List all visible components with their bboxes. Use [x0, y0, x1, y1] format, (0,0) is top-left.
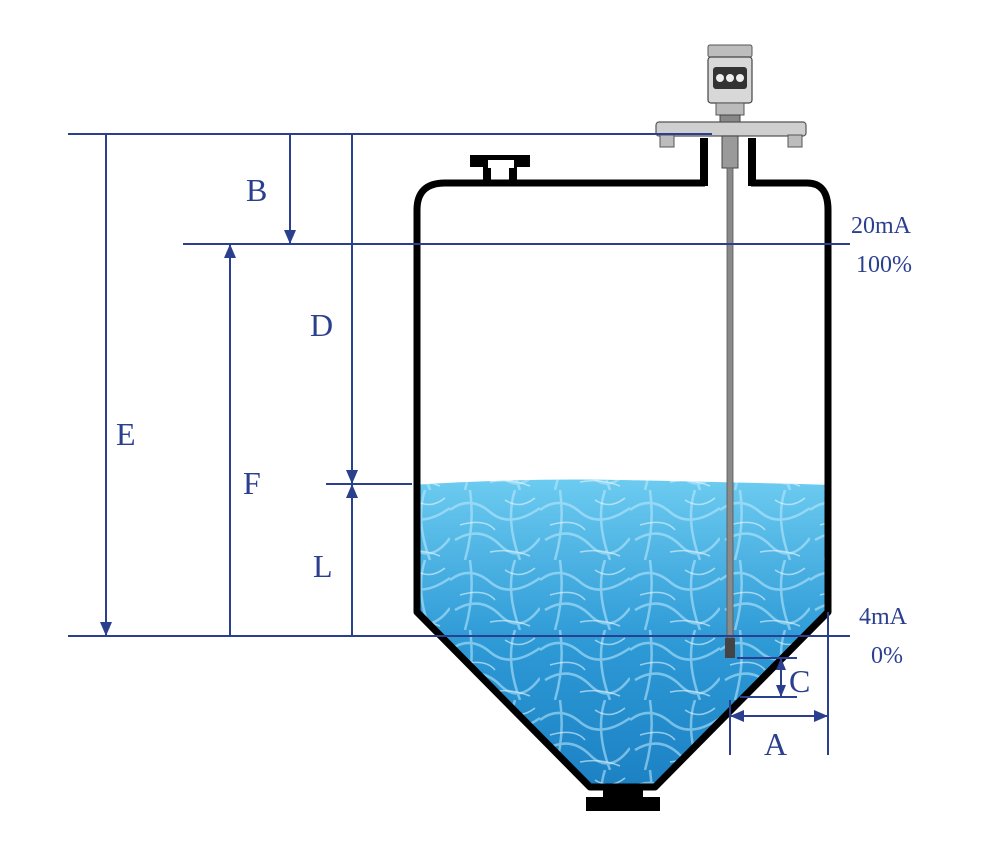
radar-transmitter	[655, 44, 807, 169]
label-b: B	[246, 172, 267, 208]
outlet-flange	[586, 784, 660, 811]
signal-4ma: 4mA	[859, 604, 908, 630]
label-l: L	[313, 548, 333, 584]
silo-tank	[413, 179, 832, 791]
label-f: F	[243, 465, 261, 501]
signal-100-percent: 100%	[856, 252, 912, 278]
dimension-lines	[68, 133, 850, 755]
label-c: C	[789, 663, 810, 699]
label-a: A	[764, 726, 787, 762]
inlet-nozzle	[470, 155, 530, 185]
label-d: D	[310, 307, 333, 343]
guided-wave-probe	[725, 167, 735, 658]
signal-20ma: 20mA	[851, 213, 912, 239]
label-e: E	[116, 416, 136, 452]
signal-0-percent: 0%	[871, 643, 903, 669]
